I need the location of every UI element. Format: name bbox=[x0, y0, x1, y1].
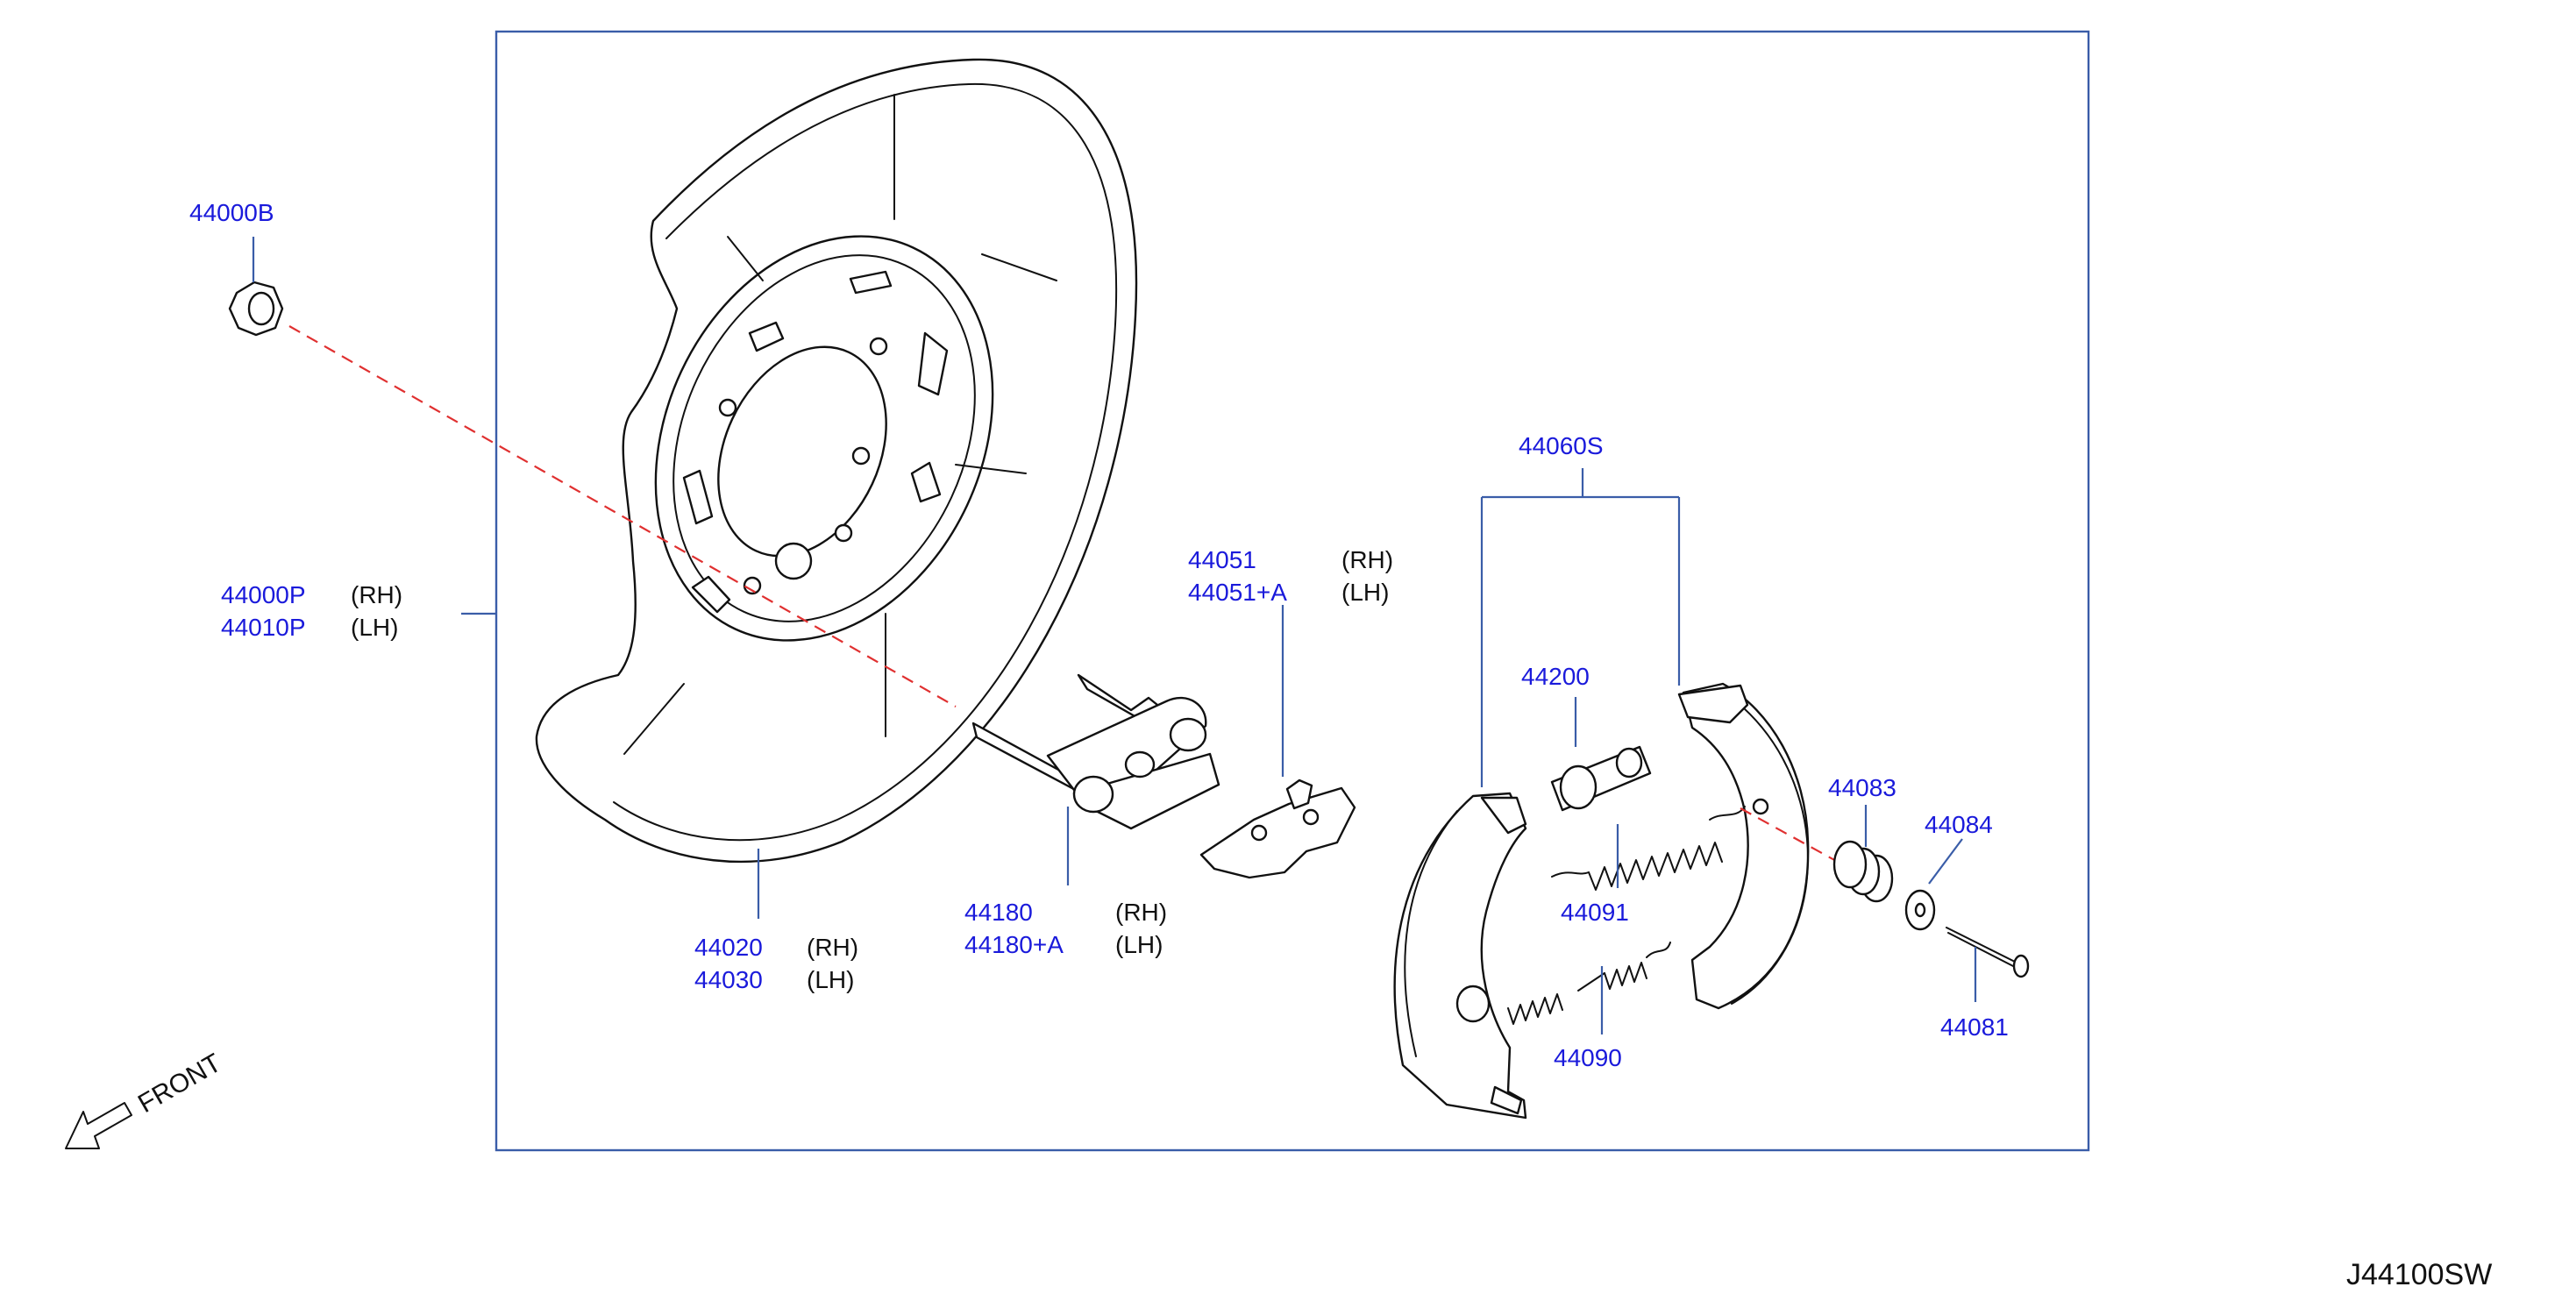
label-44060S: 44060S bbox=[1519, 432, 1604, 459]
diagram-reference-code: J44100SW bbox=[2346, 1258, 2492, 1291]
label-44020-side: (RH) bbox=[807, 934, 858, 961]
label-44051A: 44051+A bbox=[1188, 579, 1287, 606]
label-44180A-side: (LH) bbox=[1115, 931, 1163, 958]
label-44000P: 44000P bbox=[221, 581, 306, 608]
label-44180-side: (RH) bbox=[1115, 899, 1167, 926]
label-44051-side: (RH) bbox=[1341, 546, 1393, 573]
label-44051: 44051 bbox=[1188, 546, 1256, 573]
label-44180: 44180 bbox=[964, 899, 1033, 926]
label-44091: 44091 bbox=[1561, 899, 1629, 926]
label-44180A: 44180+A bbox=[964, 931, 1064, 958]
brake-shoe-front-drawing bbox=[1393, 792, 1527, 1120]
hold-down-pin-drawing bbox=[1946, 927, 2030, 978]
label-44081: 44081 bbox=[1940, 1013, 2009, 1041]
label-44084: 44084 bbox=[1925, 811, 1993, 838]
brake-shoe-rear-drawing bbox=[1677, 682, 1810, 1010]
lower-spring-drawing bbox=[1507, 942, 1671, 1025]
bolt-axis-line bbox=[288, 325, 957, 707]
adjuster-bolt-drawing bbox=[971, 673, 1220, 830]
label-44030-side: (LH) bbox=[807, 966, 854, 993]
front-arrow-icon bbox=[65, 1102, 132, 1149]
label-44010P-side: (LH) bbox=[351, 614, 398, 641]
backing-plate-drawing bbox=[535, 58, 1138, 864]
assembly-frame bbox=[495, 30, 2090, 1152]
upper-spring-drawing bbox=[1551, 806, 1746, 891]
shoe-adjuster-drawing bbox=[1550, 745, 1652, 812]
label-44030: 44030 bbox=[694, 966, 763, 993]
label-44010P: 44010P bbox=[221, 614, 306, 641]
label-44200: 44200 bbox=[1521, 663, 1590, 690]
label-44000B: 44000B bbox=[189, 199, 274, 226]
front-label: FRONT bbox=[133, 1049, 226, 1119]
label-44020: 44020 bbox=[694, 934, 763, 961]
leader-44060S bbox=[1480, 468, 1681, 787]
label-44051A-side: (LH) bbox=[1341, 579, 1389, 606]
washer-drawing bbox=[1904, 889, 1936, 931]
label-44090: 44090 bbox=[1554, 1044, 1622, 1071]
label-44000P-side: (RH) bbox=[351, 581, 402, 608]
leader-44084 bbox=[1928, 838, 1963, 885]
label-44083: 44083 bbox=[1828, 774, 1896, 801]
hold-down-spring-drawing bbox=[1832, 840, 1894, 903]
nut-drawing bbox=[228, 281, 284, 337]
lever-drawing bbox=[1199, 778, 1356, 879]
